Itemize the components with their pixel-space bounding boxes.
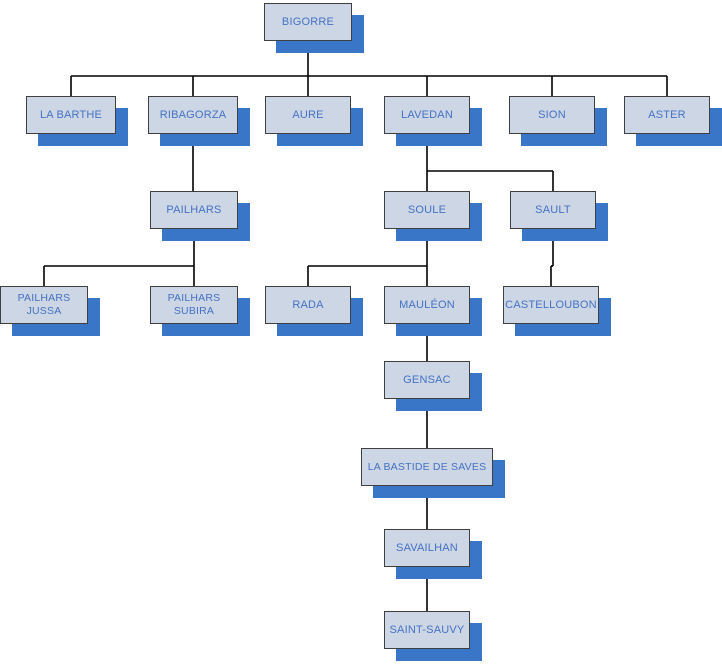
node-la-bastide-de-saves[interactable]: LA BASTIDE DE SAVES bbox=[361, 448, 505, 498]
node-aster[interactable]: ASTER bbox=[624, 96, 722, 146]
node-bigorre[interactable]: BIGORRE bbox=[264, 3, 364, 53]
node-ribagorza[interactable]: RIBAGORZA bbox=[148, 96, 250, 146]
node-box: BIGORRE bbox=[264, 3, 352, 41]
node-box: PAILHARS JUSSA bbox=[0, 286, 88, 324]
node-label: CASTELLOUBON bbox=[505, 298, 597, 311]
node-box: PAILHARS bbox=[150, 191, 238, 229]
node-label: AURE bbox=[292, 108, 324, 121]
node-box: SAULT bbox=[510, 191, 596, 229]
node-saint-sauvy[interactable]: SAINT-SAUVY bbox=[384, 611, 482, 661]
node-box: SAVAILHAN bbox=[384, 529, 470, 567]
node-label: SAINT-SAUVY bbox=[389, 623, 465, 636]
node-savailhan[interactable]: SAVAILHAN bbox=[384, 529, 482, 579]
node-label: PAILHARS SUBIRA bbox=[167, 292, 221, 317]
node-label: SION bbox=[538, 108, 566, 121]
node-box: SAINT-SAUVY bbox=[384, 611, 470, 649]
node-rada[interactable]: RADA bbox=[265, 286, 363, 336]
node-label: LA BASTIDE DE SAVES bbox=[367, 460, 487, 473]
node-box: PAILHARS SUBIRA bbox=[150, 286, 238, 324]
node-label: PAILHARS bbox=[166, 203, 222, 216]
node-label: LAVEDAN bbox=[401, 108, 453, 121]
node-label: GENSAC bbox=[403, 373, 451, 386]
node-box: LA BASTIDE DE SAVES bbox=[361, 448, 493, 486]
node-box: AURE bbox=[265, 96, 351, 134]
node-aure[interactable]: AURE bbox=[265, 96, 363, 146]
node-soule[interactable]: SOULE bbox=[384, 191, 482, 241]
node-label: BIGORRE bbox=[281, 15, 335, 28]
node-pailhars[interactable]: PAILHARS bbox=[150, 191, 250, 241]
node-pailhars-subira[interactable]: PAILHARS SUBIRA bbox=[150, 286, 250, 336]
node-box: GENSAC bbox=[384, 361, 470, 399]
node-sion[interactable]: SION bbox=[509, 96, 607, 146]
node-label: RIBAGORZA bbox=[159, 108, 227, 121]
node-box: MAULÉON bbox=[384, 286, 470, 324]
node-label: PAILHARS JUSSA bbox=[17, 292, 71, 317]
node-box: CASTELLOUBON bbox=[503, 286, 599, 324]
node-box: SOULE bbox=[384, 191, 470, 229]
node-label: RADA bbox=[292, 298, 324, 311]
node-sault[interactable]: SAULT bbox=[510, 191, 608, 241]
node-label: SOULE bbox=[407, 203, 447, 216]
node-gensac[interactable]: GENSAC bbox=[384, 361, 482, 411]
node-pailhars-jussa[interactable]: PAILHARS JUSSA bbox=[0, 286, 100, 336]
node-box: SION bbox=[509, 96, 595, 134]
node-box: ASTER bbox=[624, 96, 710, 134]
node-la-barthe[interactable]: LA BARTHE bbox=[26, 96, 128, 146]
node-castelloubon[interactable]: CASTELLOUBON bbox=[503, 286, 611, 336]
node-label: SAULT bbox=[535, 203, 571, 216]
node-label: ASTER bbox=[648, 108, 686, 121]
node-box: RADA bbox=[265, 286, 351, 324]
node-label: MAULÉON bbox=[399, 298, 455, 311]
node-mauleon[interactable]: MAULÉON bbox=[384, 286, 482, 336]
node-label: LA BARTHE bbox=[39, 108, 103, 121]
node-box: RIBAGORZA bbox=[148, 96, 238, 134]
node-box: LAVEDAN bbox=[384, 96, 470, 134]
node-box: LA BARTHE bbox=[26, 96, 116, 134]
node-label: SAVAILHAN bbox=[396, 541, 458, 554]
node-lavedan[interactable]: LAVEDAN bbox=[384, 96, 482, 146]
